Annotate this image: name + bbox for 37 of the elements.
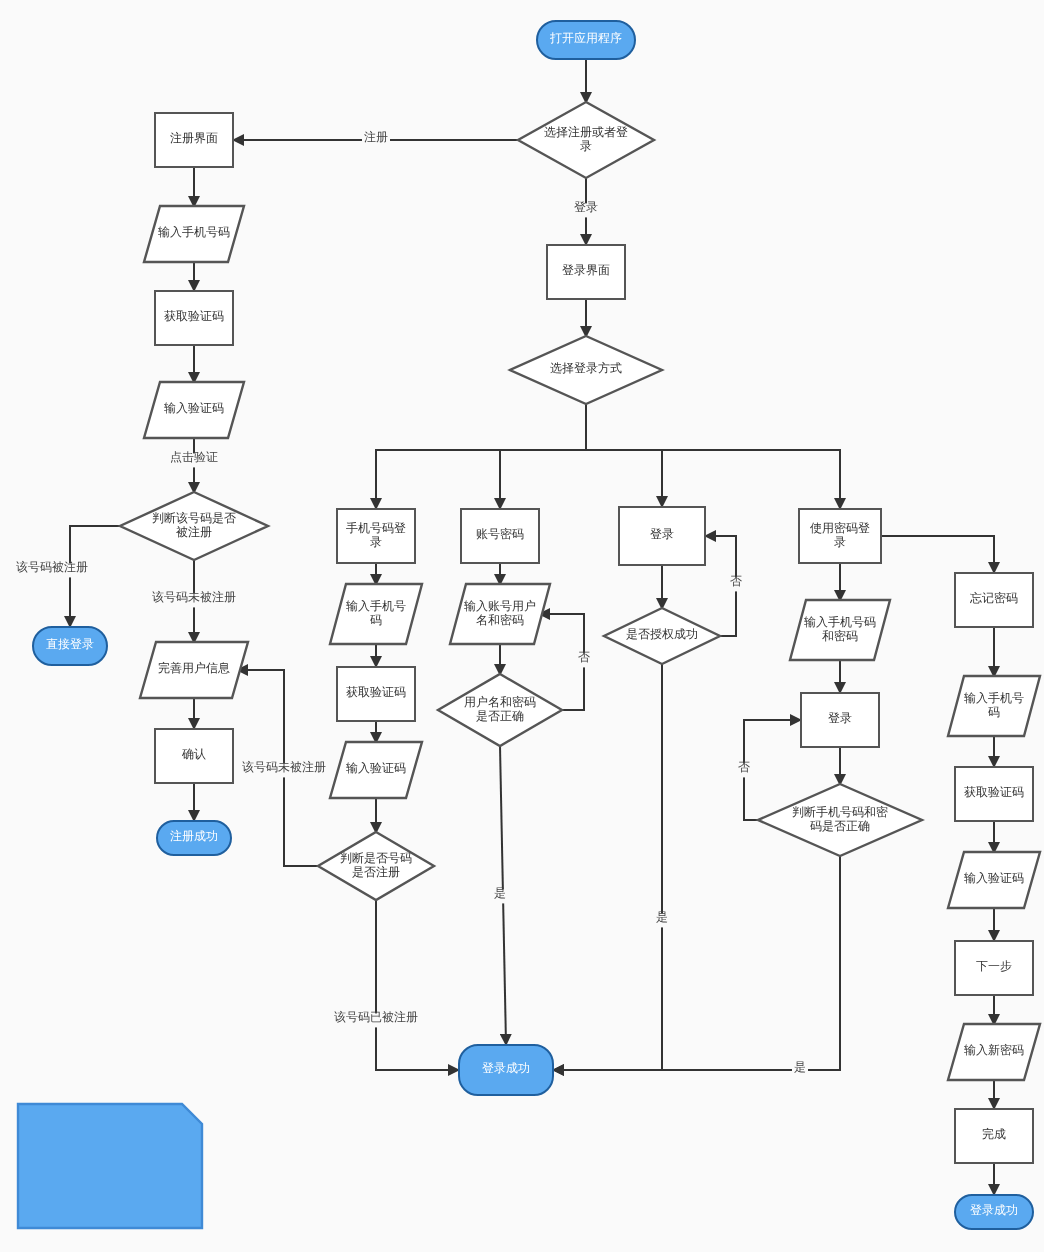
arrow: [834, 563, 846, 602]
arrow: [656, 565, 668, 610]
arrow: [834, 659, 846, 694]
arrow: [494, 563, 506, 586]
arrow: [494, 643, 506, 676]
arrow: [188, 697, 200, 730]
arrow: [988, 821, 1000, 854]
arrow: [188, 345, 200, 384]
arrow: [704, 530, 737, 637]
arrow: [538, 608, 585, 711]
arrow: [580, 299, 592, 338]
arrow: [881, 535, 1000, 574]
arrow: [988, 995, 1000, 1026]
arrow: [988, 1079, 1000, 1110]
arrow: [64, 525, 121, 628]
arrow: [232, 134, 519, 146]
arrow: [580, 59, 592, 104]
arrow: [188, 167, 200, 208]
arrow: [370, 721, 382, 744]
arrow: [188, 261, 200, 292]
arrow: [743, 714, 802, 821]
arrow: [236, 664, 319, 867]
arrow: [370, 563, 382, 586]
arrow: [988, 627, 1000, 678]
arrow: [375, 899, 460, 1076]
arrow: [834, 747, 846, 786]
arrow: [988, 907, 1000, 942]
arrow: [499, 745, 512, 1046]
arrow: [370, 797, 382, 834]
arrow: [585, 403, 846, 510]
arrow: [988, 1163, 1000, 1196]
arrow: [370, 643, 382, 668]
arrow: [580, 177, 592, 246]
arrow: [188, 783, 200, 822]
document-shape: [18, 1104, 202, 1228]
arrow: [552, 855, 841, 1076]
arrow: [988, 735, 1000, 768]
